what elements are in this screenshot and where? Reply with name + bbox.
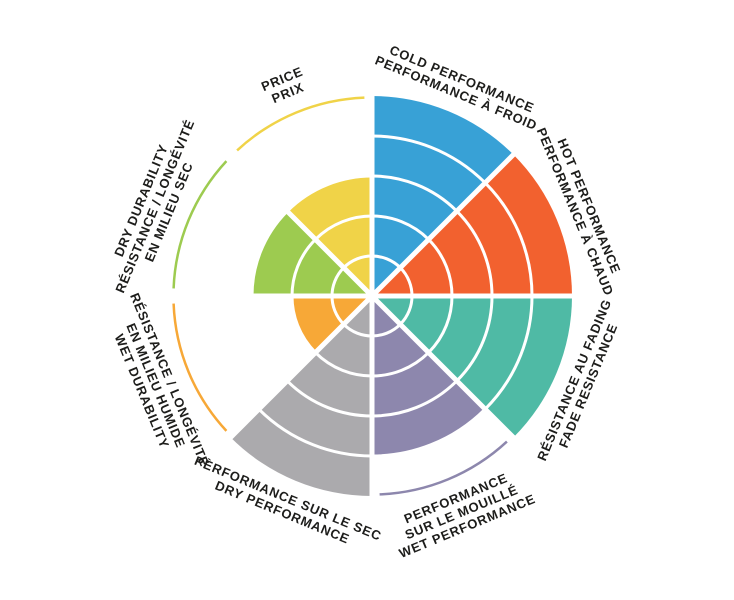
max-scale-arc-dry-durability	[172, 160, 228, 289]
max-scale-arc-wet-durability	[172, 303, 228, 432]
wedge-wet-durability	[291, 296, 372, 353]
max-scale-arc-price	[236, 96, 365, 152]
wedge-cold-performance	[372, 96, 514, 296]
center-dot	[366, 290, 378, 302]
wedge-price	[287, 175, 372, 296]
segment-separator	[370, 294, 520, 444]
wedge-dry-performance	[230, 296, 372, 496]
segment-label-price: PRICEPRIX	[259, 64, 311, 108]
segment-separator	[224, 294, 374, 444]
segment-label-wet-performance: PERFORMANCESUR LE MOUILLÉWET PERFORMANCE	[385, 463, 537, 561]
segment-separator	[224, 148, 374, 298]
wedge-wet-performance	[372, 296, 486, 456]
wedge-hot-performance	[372, 154, 572, 296]
segment-separator	[370, 148, 520, 298]
max-scale-arc-wet-performance	[379, 440, 508, 496]
wedge-fade-resistance	[372, 296, 572, 438]
wedge-dry-durability	[251, 211, 372, 296]
